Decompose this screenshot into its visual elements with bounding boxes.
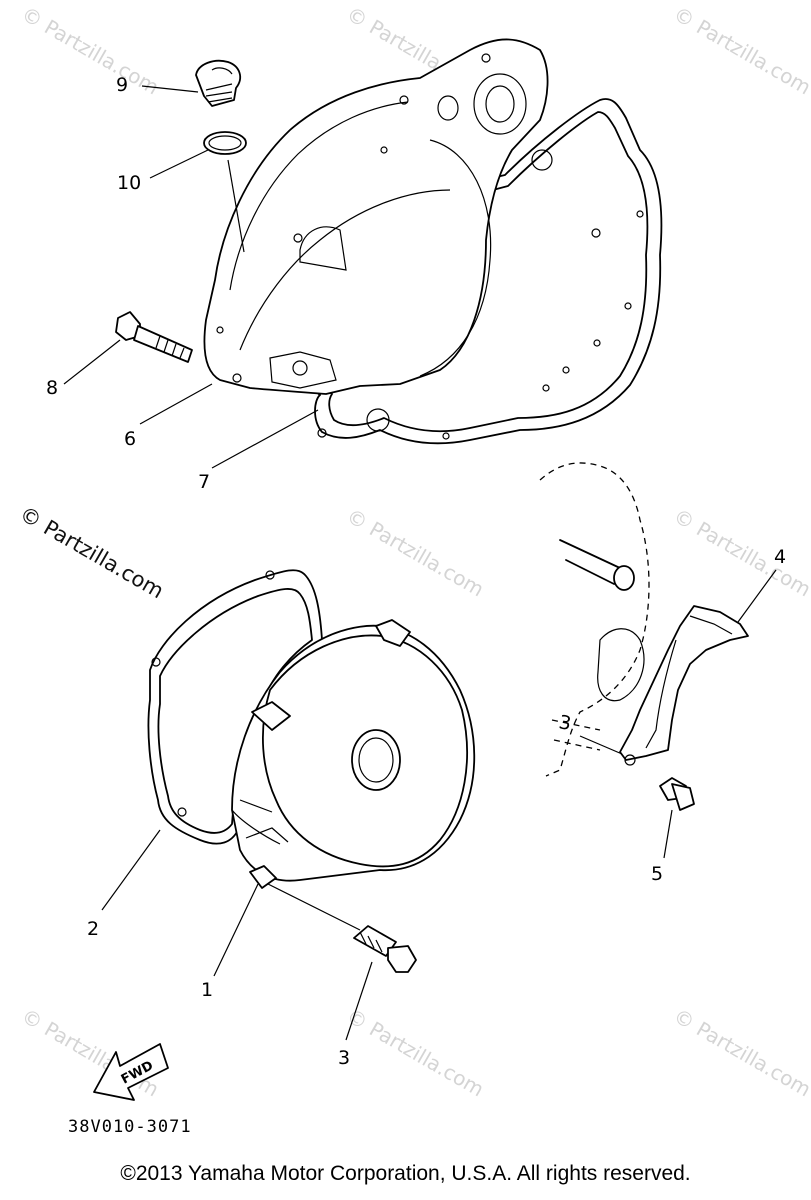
fwd-arrow-icon: FWD	[93, 1043, 169, 1101]
diagram-part-number: 38V010-3071	[68, 1117, 192, 1137]
guide-plate-4	[619, 605, 749, 766]
callout-9: 9	[116, 74, 128, 96]
leader-lines	[63, 85, 777, 1041]
callouts: 1 2 3 4 5 6 7 8 9 10	[46, 74, 786, 1069]
callout-2: 2	[87, 918, 99, 940]
watermark: © Partzilla.com	[343, 504, 489, 602]
generator-cover-1	[231, 619, 476, 889]
watermark: © Partzilla.com	[670, 504, 811, 602]
copyright-notice: ©2013 Yamaha Motor Corporation, U.S.A. A…	[120, 1162, 691, 1185]
callout-1: 1	[201, 979, 213, 1001]
engine-section-outline: 3	[539, 462, 650, 777]
callout-7: 7	[198, 471, 210, 493]
engine-hidden-label: 3	[557, 711, 573, 735]
watermark-dark: © Partzilla.com	[16, 502, 168, 604]
watermark: © Partzilla.com	[343, 1004, 489, 1102]
watermark: © Partzilla.com	[18, 1004, 164, 1102]
watermark: © Partzilla.com	[670, 2, 811, 100]
bolt-3	[353, 925, 417, 973]
callout-10: 10	[117, 172, 141, 194]
crankcase-cover-6	[203, 38, 549, 395]
screw-5	[659, 777, 695, 811]
bolt-8	[115, 311, 193, 363]
o-ring-10	[203, 131, 247, 155]
watermark: © Partzilla.com	[670, 1004, 811, 1102]
callout-4: 4	[774, 546, 786, 568]
callout-3: 3	[338, 1047, 350, 1069]
callout-5: 5	[651, 863, 663, 885]
callout-6: 6	[124, 428, 136, 450]
callout-8: 8	[46, 377, 58, 399]
filler-plug-9	[195, 59, 242, 107]
watermark: © Partzilla.com	[18, 2, 164, 100]
